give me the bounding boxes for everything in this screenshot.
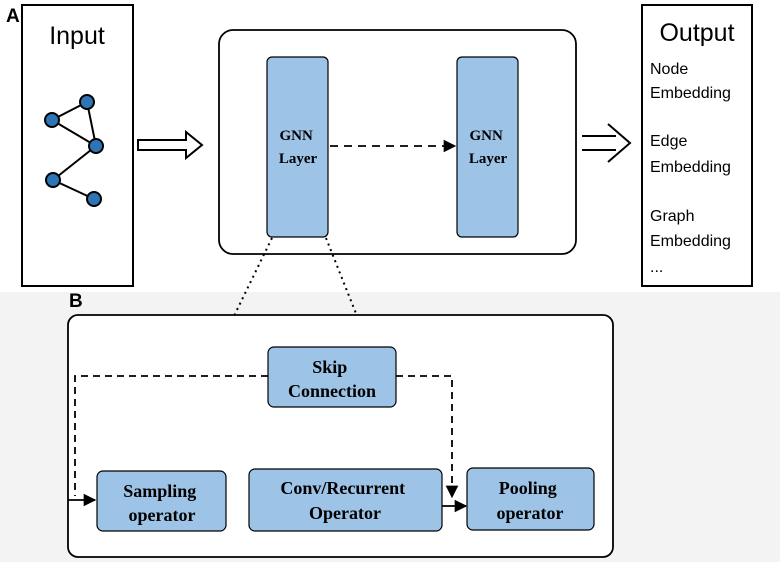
hollow-right-arrow-icon <box>137 129 204 161</box>
skip-connection-box <box>267 346 397 408</box>
gnn-layer-2-label: GNN Layer <box>469 128 508 167</box>
conv-recurrent-operator-box <box>248 468 443 532</box>
conv-recurrent-operator-label: Conv/Recurrent Operator <box>280 478 409 523</box>
skip-connection-line2: Connection <box>288 381 376 401</box>
output-item-node-embedding: Embedding <box>650 85 731 102</box>
output-item-edge-embedding: Embedding <box>650 159 731 176</box>
output-box <box>641 4 753 287</box>
panel-a-label: A <box>6 6 20 27</box>
skip-connection-label: Skip Connection <box>288 357 376 401</box>
gnn-layer-2-line1: GNN <box>469 128 503 144</box>
graph-icon <box>44 94 104 207</box>
sampling-operator-label: Sampling operator <box>123 481 201 525</box>
gnn-layer-1-line2: Layer <box>279 151 318 167</box>
skip-connection-line1: Skip <box>312 357 347 377</box>
input-title: Input <box>49 22 105 50</box>
pooling-operator-line1: Pooling <box>499 478 557 498</box>
gnn-layer-1-label: GNN Layer <box>279 128 318 167</box>
gnn-layer-2 <box>456 56 519 238</box>
pooling-operator-label: Pooling operator <box>497 478 564 523</box>
skip-connection-dashed-path-right <box>396 375 459 499</box>
output-item-graph: Graph <box>650 208 694 225</box>
pooling-operator-line2: operator <box>497 503 564 523</box>
panel-b-label: B <box>69 291 83 312</box>
pooling-operator-box <box>466 467 595 531</box>
skip-connection-dashed-path <box>74 375 268 496</box>
conv-recurrent-operator-line2: Operator <box>309 503 381 523</box>
zoom-line-left <box>233 237 273 317</box>
output-item-graph-embedding: Embedding <box>650 233 731 250</box>
gnn-layer-1 <box>266 56 329 238</box>
output-title: Output <box>659 19 734 47</box>
gnn-layer-1-line1: GNN <box>279 128 313 144</box>
gnn-layer-2-line2: Layer <box>469 151 508 167</box>
output-item-edge: Edge <box>650 133 687 150</box>
zoom-line-right <box>325 237 358 317</box>
conv-recurrent-operator-line1: Conv/Recurrent <box>280 478 405 498</box>
output-list: Node Embedding Edge Embedding Graph Embe… <box>650 61 731 276</box>
sampling-operator-line2: operator <box>129 505 196 525</box>
double-right-arrow-icon <box>582 123 632 163</box>
sampling-operator-box <box>96 470 227 532</box>
sampling-operator-line1: Sampling <box>123 481 196 501</box>
output-item-ellipsis: ... <box>650 259 663 276</box>
output-item-node: Node <box>650 61 688 78</box>
input-box <box>21 4 134 287</box>
